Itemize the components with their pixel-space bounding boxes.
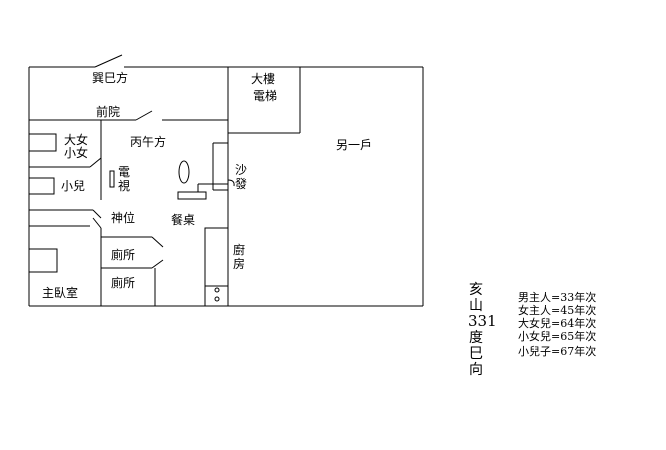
occupant-2: 女主人=45年次: [518, 303, 596, 317]
toilet-rooms: [101, 236, 164, 306]
label-kitchen-2: 房: [233, 256, 245, 271]
kitchen-stove: [204, 227, 229, 307]
label-toilet-1: 廁所: [111, 247, 135, 262]
label-can-zhuo: 餐桌: [171, 212, 195, 227]
occupant-1: 男主人=33年次: [518, 290, 596, 304]
bed-son: [28, 177, 55, 195]
label-kitchen-1: 廚: [233, 242, 245, 257]
orientation-degree: 331: [468, 312, 497, 330]
orientation-column: 亥 山 331 度 巳 向: [468, 282, 497, 378]
occupant-3: 大女兒=64年次: [518, 316, 596, 330]
label-xiao-nu: 小女: [64, 145, 88, 160]
orientation-char-4: 巳: [469, 346, 483, 362]
courtyard-wall: [29, 110, 228, 121]
label-tv-1: 電: [118, 165, 130, 179]
outer-walls: [28, 66, 424, 307]
label-da-nu: 大女: [64, 132, 88, 147]
occupant-5: 小兒子=67年次: [518, 344, 596, 358]
bedroom-partitions: [29, 120, 102, 306]
bed-master: [28, 248, 58, 273]
label-xun-si: 巽巳方: [92, 70, 128, 85]
occupant-list: 男主人=33年次 女主人=45年次 大女兒=64年次 小女兒=65年次 小兒子=…: [518, 290, 596, 358]
label-sofa-1: 沙: [235, 163, 247, 177]
elevator-box: [228, 67, 301, 134]
label-dian-ti: 電梯: [253, 89, 277, 103]
label-master-bedroom: 主臥室: [42, 285, 78, 300]
label-toilet-2: 廁所: [111, 275, 135, 290]
orientation-char-3: 度: [469, 330, 483, 346]
label-ling-yi-hu: 另一戶: [336, 138, 372, 152]
kitchen-counter: [212, 142, 228, 191]
label-xiao-er: 小兒: [61, 179, 85, 193]
label-tv-2: 視: [118, 178, 130, 193]
orientation-char-2: 山: [469, 298, 483, 314]
label-bing-wu: 丙午方: [130, 134, 166, 149]
dining-table-oval: [178, 160, 190, 184]
label-da-lou: 大樓: [251, 71, 275, 86]
front-door-swing: [94, 54, 123, 68]
bed-daughters: [28, 133, 57, 152]
sofa: [177, 179, 235, 200]
orientation-char-1: 亥: [469, 282, 483, 298]
orientation-char-5: 向: [469, 362, 483, 378]
tv-cabinet: [109, 170, 115, 188]
occupant-4: 小女兒=65年次: [518, 329, 596, 343]
label-shen-wei: 神位: [111, 210, 135, 225]
label-sofa-2: 發: [235, 176, 247, 191]
label-qian-yuan: 前院: [96, 104, 120, 119]
